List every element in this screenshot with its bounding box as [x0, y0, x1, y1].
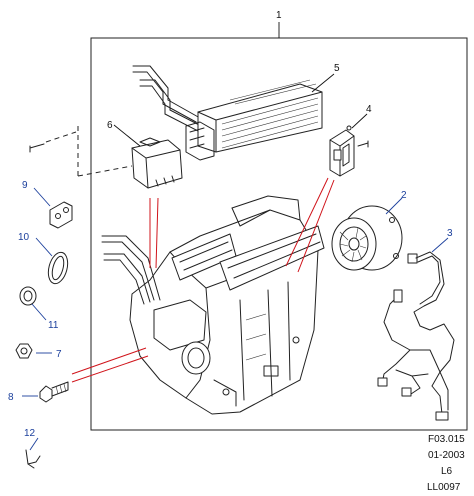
red-leader-actuator — [149, 197, 159, 269]
heater-matrix — [132, 65, 323, 161]
callout-4: 4 — [366, 104, 372, 115]
figure-number: F03.015 — [428, 434, 465, 445]
model-code: L6 — [441, 466, 453, 477]
blower-motor — [331, 205, 403, 271]
callout-8: 8 — [8, 392, 14, 403]
revision-date: 01-2003 — [428, 450, 465, 461]
leader-2 — [385, 197, 403, 215]
callout-11: 11 — [48, 320, 59, 331]
leader-3 — [431, 237, 449, 253]
leader-9 — [33, 187, 51, 207]
callout-5: 5 — [334, 63, 340, 74]
drawing-number: LL0097 — [427, 482, 461, 493]
callout-9: 9 — [22, 180, 28, 191]
wiring-harness — [377, 251, 455, 421]
grommet — [19, 286, 37, 306]
oval-seal — [47, 251, 69, 285]
leader-4 — [351, 113, 368, 129]
clip — [25, 449, 41, 469]
leader-11 — [31, 303, 47, 321]
leader-5 — [311, 73, 335, 93]
nut — [15, 343, 33, 359]
red-leader-bolt — [71, 347, 149, 383]
leader-6 — [113, 124, 141, 147]
heater-casing — [101, 195, 325, 415]
callout-1: 1 — [276, 10, 282, 21]
callout-10: 10 — [18, 232, 30, 243]
red-leader-resistor — [285, 177, 335, 273]
seal-gasket — [49, 201, 73, 229]
bolt — [39, 381, 69, 403]
callout-2: 2 — [401, 190, 407, 201]
leader-12 — [29, 437, 39, 451]
callout-12: 12 — [24, 428, 36, 439]
fixing-guide-dashed — [45, 126, 133, 177]
callout-6: 6 — [107, 120, 113, 131]
callout-3: 3 — [447, 228, 453, 239]
actuator-motor — [131, 137, 183, 189]
screw-top-left — [29, 143, 45, 153]
leader-10 — [35, 237, 53, 257]
blower-resistor — [329, 125, 369, 177]
callout-7: 7 — [56, 349, 62, 360]
